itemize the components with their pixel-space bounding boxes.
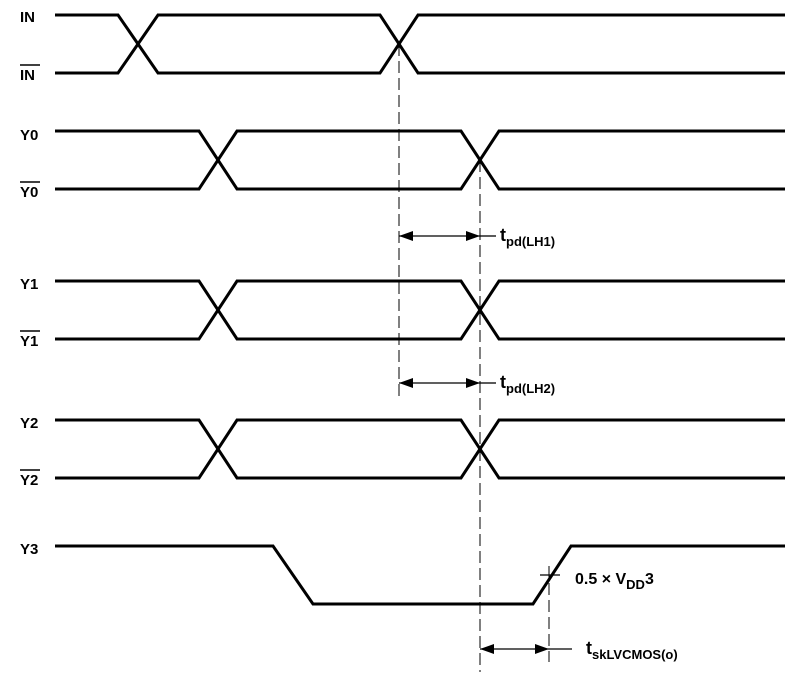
label-in: IN xyxy=(20,9,35,26)
wave-y1 xyxy=(55,279,785,341)
label-y0: Y0 xyxy=(20,127,38,144)
label-tsk: tskLVCMOS(o) xyxy=(586,638,678,662)
label-y3: Y3 xyxy=(20,541,38,558)
tpd-lh1-arrow xyxy=(399,231,496,241)
label-threshold: 0.5 × VDD3 xyxy=(575,571,654,592)
tsk-arrow xyxy=(480,644,572,654)
wave-in-bar xyxy=(55,13,785,75)
label-y0-bar: Y0 xyxy=(20,184,38,201)
wave-y1-bar xyxy=(55,279,785,341)
wave-in xyxy=(55,13,785,75)
label-tpd-lh2: tpd(LH2) xyxy=(500,372,555,396)
wave-y0 xyxy=(55,129,785,191)
wave-y2-bar xyxy=(55,418,785,480)
label-tpd-lh1: tpd(LH1) xyxy=(500,225,555,249)
label-y1-bar: Y1 xyxy=(20,333,38,350)
wave-y0-bar xyxy=(55,129,785,191)
label-y2-bar: Y2 xyxy=(20,472,38,489)
label-y1: Y1 xyxy=(20,276,38,293)
tpd-lh2-arrow xyxy=(399,378,496,388)
label-y2: Y2 xyxy=(20,415,38,432)
wave-y2 xyxy=(55,418,785,480)
label-in-bar: IN xyxy=(20,67,35,84)
wave-y3 xyxy=(55,544,785,606)
